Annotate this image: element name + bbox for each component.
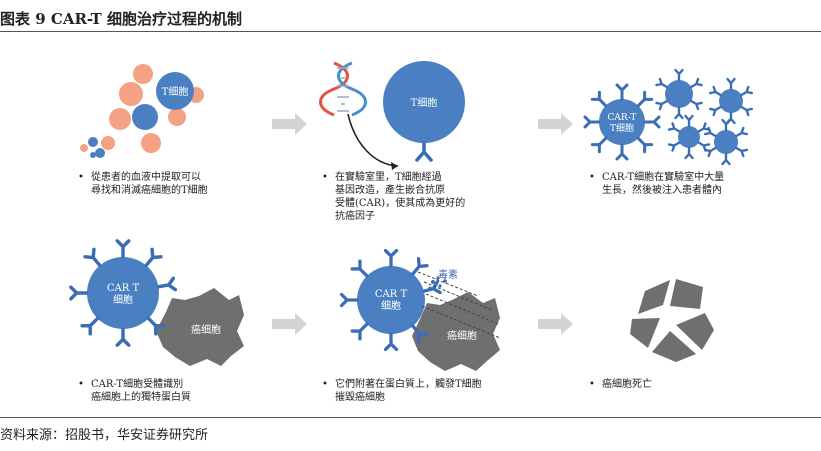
- car-t-label-line2: 细胞: [113, 293, 133, 306]
- step3-note: • CAR-T細胞在實驗室中大量 生長，然後被注入患者體內: [589, 172, 725, 196]
- cancer-cell: [156, 288, 244, 366]
- step5-note: • 它們附著在蛋白質上，觸發T細胞 摧毀癌細胞: [322, 379, 482, 403]
- arrowhead-icon: [391, 162, 398, 170]
- blood-cell: [141, 133, 161, 153]
- dna-helix-icon: [319, 61, 367, 117]
- blood-cell: [80, 144, 88, 152]
- car-t-mechanism-diagram: T细胞 T细胞 CAR-T T细胞: [0, 61, 821, 418]
- t-cell-tiny: [95, 148, 105, 158]
- car-t-label-line1: CAR T: [107, 283, 140, 294]
- car-t-label-line1: CAR T: [375, 289, 408, 300]
- car-t-cell-step5: [339, 248, 442, 352]
- engineered-t-cell: [383, 61, 465, 143]
- blood-cells-cluster: [80, 64, 204, 158]
- step1-note: • 從患者的血液中提取可以 尋找和消滅癌細胞的T細胞: [78, 172, 208, 196]
- car-t-cell-copy: [708, 77, 754, 125]
- blood-cell: [119, 82, 143, 106]
- bullet-icon: •: [322, 379, 328, 390]
- blood-cell: [101, 136, 115, 150]
- gene-insert-arrow: [347, 113, 399, 167]
- arrow-right-icon: [272, 313, 307, 335]
- blood-cell: [109, 108, 131, 130]
- t-cell-large: [156, 72, 194, 110]
- bullet-icon: •: [322, 172, 328, 183]
- toxin-particles: [428, 276, 447, 290]
- car-t-cell-copy: [667, 114, 711, 160]
- arrow-right-icon: [272, 113, 307, 135]
- source-note: 资料来源：招股书，华安证券研究所: [0, 428, 209, 443]
- dead-cancer-cell-fragments: [630, 279, 714, 362]
- t-cell-tiny: [90, 152, 96, 158]
- t-cell-label: T细胞: [162, 85, 189, 98]
- bullet-icon: •: [78, 172, 84, 183]
- cell-label: T细胞: [610, 122, 634, 134]
- blood-cell: [133, 64, 153, 84]
- car-t-cell-step4: [69, 239, 178, 347]
- cancer-cell-label: 癌细胞: [191, 323, 221, 336]
- step2-note: • 在實驗室里，T細胞經過 基因改造，產生嵌合抗原 受體(CAR)，使其成為更好…: [322, 172, 466, 222]
- bullet-icon: •: [589, 379, 595, 390]
- car-receptor-icon: [415, 141, 433, 162]
- title-divider: [0, 31, 821, 32]
- bullet-icon: •: [589, 172, 595, 183]
- cancer-cell-label: 癌细胞: [447, 329, 477, 342]
- car-t-cell-copy: [655, 68, 703, 120]
- toxin-label: 毒素: [438, 268, 458, 281]
- step4-note: • CAR-T細胞受體識別 癌細胞上的獨特蛋白質: [78, 379, 191, 403]
- cancer-cell-attacked: [412, 292, 500, 371]
- figure-title: 图表 9 CAR-T 细胞治疗过程的机制: [0, 10, 243, 28]
- arrow-right-icon: [538, 313, 573, 335]
- source-divider: [0, 417, 821, 418]
- car-t-cell-copy: [703, 118, 749, 166]
- t-cell-small: [132, 104, 158, 130]
- car-t-cell-large: [583, 83, 661, 161]
- t-cell-label: T细胞: [411, 96, 438, 109]
- blood-cell: [168, 108, 186, 126]
- process-arrows: [272, 113, 573, 335]
- car-t-label-line2: 细胞: [381, 299, 401, 312]
- arrow-right-icon: [538, 113, 573, 135]
- step6-note: • 癌細胞死亡: [589, 379, 652, 390]
- car-t-label: CAR-T: [608, 113, 637, 123]
- bullet-icon: •: [78, 379, 84, 390]
- t-cell-tiny: [88, 137, 98, 147]
- toxin-dashed-lines: [417, 271, 501, 339]
